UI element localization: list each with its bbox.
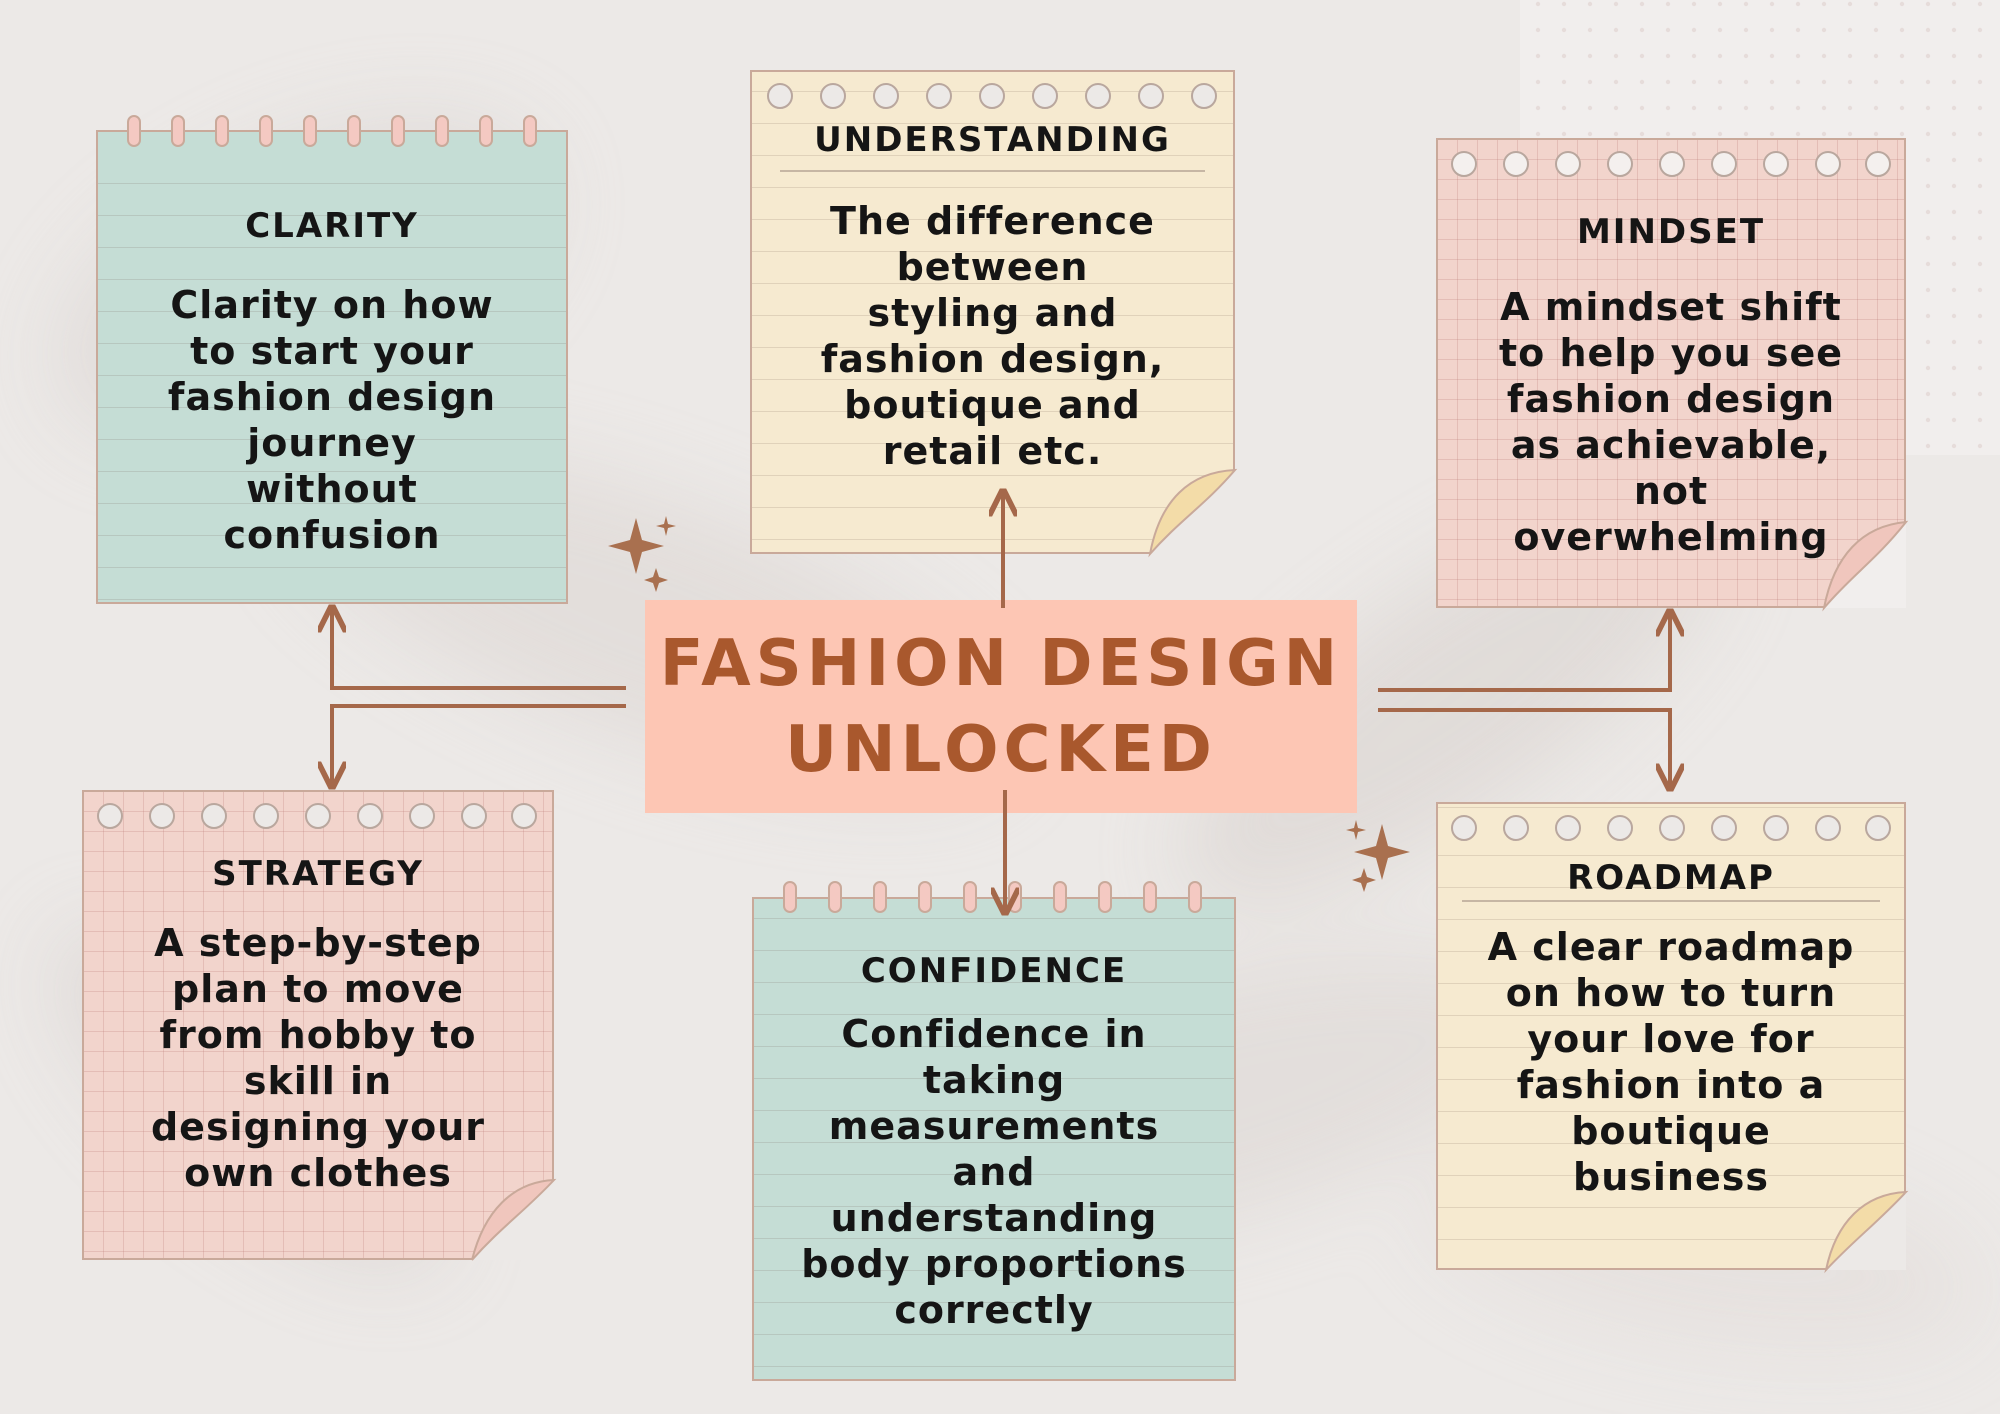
note-body-mindset: A mindset shift to help you see fashion …: [1498, 285, 1844, 559]
note-title-confidence: CONFIDENCE: [860, 951, 1128, 991]
note-body-confidence: Confidence in taking measurements and un…: [801, 1012, 1187, 1332]
note-title-mindset: MINDSET: [1576, 212, 1766, 252]
note-card-strategy: STRATEGY A step-by-step plan to move fro…: [82, 790, 554, 1260]
note-body-roadmap: A clear roadmap on how to turn your love…: [1487, 925, 1855, 1199]
note-title-roadmap: ROADMAP: [1567, 858, 1775, 898]
note-body-strategy: A step-by-step plan to move from hobby t…: [150, 921, 486, 1195]
note-card-mindset: MINDSET A mindset shift to help you see …: [1436, 138, 1906, 608]
note-card-clarity: CLARITY Clarity on how to start your fas…: [96, 130, 568, 604]
note-title-clarity: CLARITY: [245, 206, 419, 246]
note-card-understanding: UNDERSTANDING The difference between sty…: [750, 70, 1235, 554]
note-card-roadmap: ROADMAP A clear roadmap on how to turn y…: [1436, 802, 1906, 1270]
note-title-strategy: STRATEGY: [212, 854, 424, 894]
central-title-line-2: UNLOCKED: [785, 712, 1217, 787]
central-title-line-1: FASHION DESIGN: [659, 626, 1343, 701]
title-underline: [1462, 900, 1880, 902]
note-title-understanding: UNDERSTANDING: [814, 120, 1171, 160]
note-card-confidence: CONFIDENCE Confidence in taking measurem…: [752, 897, 1236, 1381]
central-title-box: FASHION DESIGN UNLOCKED: [645, 600, 1357, 813]
note-body-understanding: The difference between styling and fashi…: [820, 199, 1165, 473]
note-body-clarity: Clarity on how to start your fashion des…: [167, 283, 497, 557]
title-underline: [780, 170, 1205, 172]
